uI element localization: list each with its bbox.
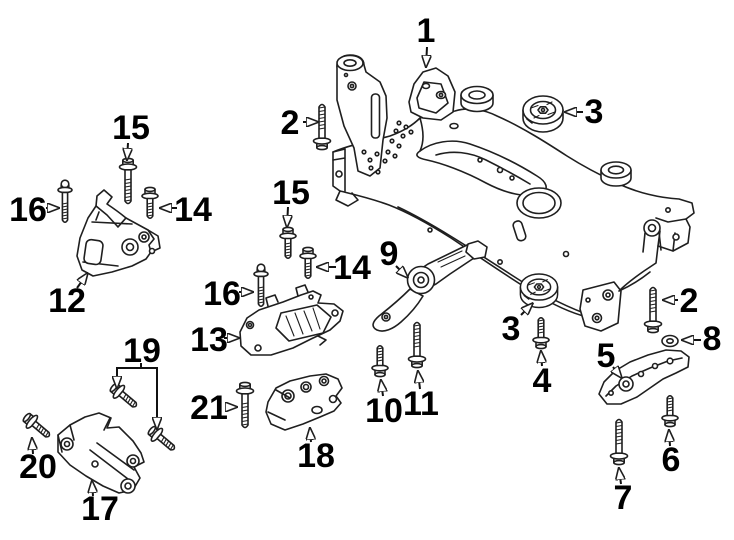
- part-subframe-crossmember: [332, 54, 695, 332]
- callout-6-17[interactable]: 6: [662, 441, 681, 479]
- part-washer-8: [661, 334, 679, 348]
- part-bolt-15b: [279, 226, 297, 260]
- leader-arrow-1-0: [426, 46, 427, 66]
- part-bolt-20: [19, 409, 55, 444]
- callout-14-9[interactable]: 14: [333, 249, 371, 287]
- part-bolt-10: [371, 344, 389, 378]
- callout-19-21[interactable]: 19: [123, 332, 161, 370]
- callout-15-3[interactable]: 15: [112, 109, 150, 147]
- leader-arrow-3-12: [520, 304, 532, 316]
- part-bolt-16a: [57, 179, 73, 224]
- leader-arrow-15-3: [127, 142, 128, 159]
- leader-arrow-10-19: [381, 381, 383, 397]
- part-bolt-2b: [643, 286, 663, 334]
- part-round-mount-top: [522, 95, 564, 133]
- part-bolt-11: [407, 321, 427, 369]
- callout-8-15[interactable]: 8: [703, 320, 722, 358]
- callout-14-5[interactable]: 14: [174, 191, 212, 229]
- leader-arrow-19-21: [117, 363, 142, 387]
- leader-arrow-17-23: [92, 482, 93, 497]
- leader-arrow-18-25: [310, 429, 311, 443]
- callout-16-8[interactable]: 16: [203, 275, 241, 313]
- callout-17-23[interactable]: 17: [81, 490, 119, 528]
- leader-arrow-20-22: [32, 439, 33, 455]
- callout-2-14[interactable]: 2: [680, 282, 699, 320]
- callout-1-0[interactable]: 1: [417, 12, 436, 50]
- callout-12-6[interactable]: 12: [48, 282, 86, 320]
- callout-5-16[interactable]: 5: [597, 337, 616, 375]
- callout-7-18[interactable]: 7: [614, 479, 633, 517]
- part-bolt-2a: [312, 103, 332, 151]
- callout-9-10[interactable]: 9: [380, 235, 399, 273]
- part-bolt-15a: [118, 157, 138, 205]
- callout-16-4[interactable]: 16: [9, 191, 47, 229]
- callout-3-12[interactable]: 3: [502, 310, 521, 348]
- callout-15-7[interactable]: 15: [272, 174, 310, 212]
- part-bolt-19b: [144, 422, 180, 457]
- callout-4-13[interactable]: 4: [533, 362, 552, 400]
- part-mount-bracket-17: [57, 412, 145, 494]
- part-bolt-4: [532, 316, 550, 350]
- leader-arrow-4-13: [541, 352, 542, 367]
- callout-20-22[interactable]: 20: [19, 448, 57, 486]
- leader-arrow-19-21: [141, 367, 157, 428]
- callout-18-25[interactable]: 18: [297, 437, 335, 475]
- part-bolt-21: [235, 381, 255, 429]
- part-bolt-19a: [106, 379, 142, 414]
- leader-arrow-12-6: [76, 274, 87, 289]
- leader-arrow-9-10: [395, 265, 407, 277]
- leader-arrow-11-20: [418, 372, 420, 390]
- leader-arrow-7-18: [619, 469, 621, 485]
- leader-arrow-5-16: [613, 367, 621, 377]
- part-transmission-mount-13: [239, 284, 344, 356]
- callout-3-2[interactable]: 3: [585, 93, 604, 131]
- part-bolt-14a: [141, 186, 159, 220]
- callout-10-19[interactable]: 10: [365, 392, 403, 430]
- part-bolt-6: [661, 394, 679, 428]
- callout-2-1[interactable]: 2: [281, 104, 300, 142]
- callout-21-24[interactable]: 21: [190, 389, 228, 427]
- part-bolt-7: [609, 418, 629, 466]
- part-round-mount-lower: [519, 273, 559, 309]
- part-torque-strut-mount-9: [372, 240, 488, 332]
- callout-13-11[interactable]: 13: [190, 321, 228, 359]
- part-engine-mount-12: [76, 189, 161, 277]
- part-support-bracket-18: [265, 373, 343, 431]
- callout-11-20[interactable]: 11: [403, 385, 439, 423]
- leader-arrow-6-17: [669, 431, 670, 447]
- leader-arrow-15-7: [287, 206, 288, 226]
- part-bolt-14b: [299, 246, 317, 280]
